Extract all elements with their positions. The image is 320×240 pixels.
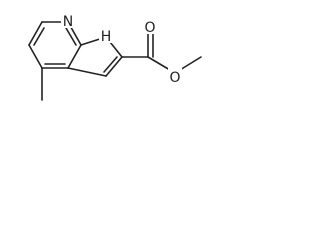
atom-label-carbonyl-o: O bbox=[144, 20, 155, 36]
bond-c2-c3 bbox=[105, 56, 123, 77]
label-bg-n7 bbox=[61, 12, 75, 28]
structure-canvas: N H O O bbox=[0, 0, 238, 136]
label-bg-ester-o bbox=[168, 68, 182, 84]
bond-c6-c5 bbox=[28, 21, 43, 46]
label-bg-carbonyl-o bbox=[143, 18, 157, 34]
chemical-structure-diagram: N H O O bbox=[28, 12, 202, 101]
label-bg-n1 bbox=[99, 27, 113, 43]
bond-c3-c3a bbox=[67, 67, 107, 77]
bond-c5-c4 bbox=[28, 44, 43, 69]
bond-c3a-c7a bbox=[67, 44, 82, 69]
atom-label-nh: H bbox=[101, 29, 112, 45]
atom-label-ester-o: O bbox=[169, 70, 180, 86]
atom-label-n-pyridine: N bbox=[63, 14, 73, 30]
double-bond-c6-c5 bbox=[33, 27, 45, 46]
double-bond-c7a-n7 bbox=[65, 27, 77, 46]
double-bond-c2-c3 bbox=[103, 56, 118, 73]
